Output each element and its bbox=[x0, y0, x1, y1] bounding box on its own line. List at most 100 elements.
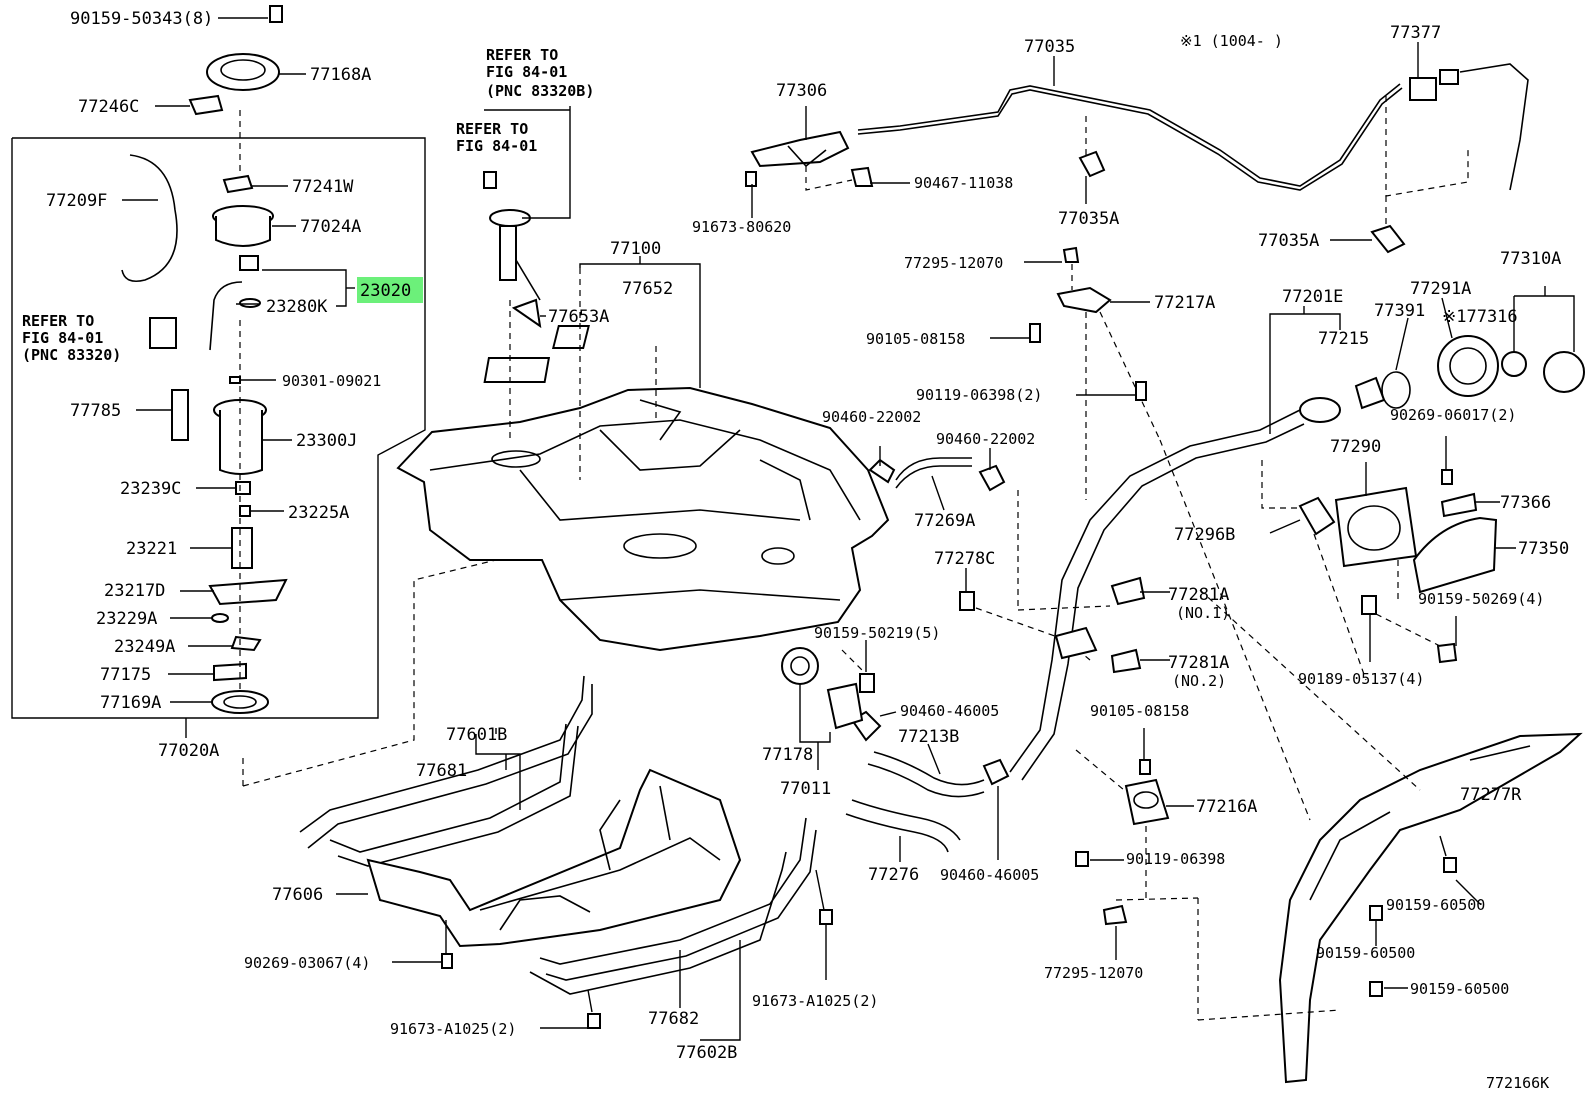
clip-part bbox=[188, 94, 224, 116]
o-ring-part bbox=[239, 298, 261, 308]
note-1004: ※1 (1004- ) bbox=[1180, 32, 1283, 50]
label-77100: 77100 bbox=[610, 239, 661, 259]
pump-motor-part bbox=[231, 527, 253, 569]
label-23229A: 23229A bbox=[96, 609, 157, 629]
label-77316: ※177316 bbox=[1442, 307, 1518, 327]
label-77175: 77175 bbox=[100, 665, 151, 685]
ring-part bbox=[211, 613, 229, 623]
label-23225A: 23225A bbox=[288, 503, 349, 523]
pump-leaders bbox=[122, 17, 661, 787]
clamp-part bbox=[239, 505, 251, 517]
label-77011: 77011 bbox=[780, 779, 831, 799]
label-no1: (NO.1) bbox=[1176, 604, 1230, 622]
label-23280K: 23280K bbox=[266, 297, 328, 317]
highlight-23020 bbox=[357, 277, 423, 303]
sender-part bbox=[171, 389, 189, 441]
label-90460-22002-1: 90460-22002 bbox=[822, 408, 921, 426]
label-77652: 77652 bbox=[622, 279, 673, 299]
label-90159-50343: 90159-50343(8) bbox=[70, 9, 213, 29]
bottom-bands bbox=[299, 675, 833, 1041]
label-90159-50269: 90159-50269(4) bbox=[1418, 590, 1544, 608]
label-77653A: 77653A bbox=[548, 307, 609, 327]
gasket-ring-part bbox=[211, 690, 269, 714]
label-77377: 77377 bbox=[1390, 23, 1441, 43]
label-77035A-2: 77035A bbox=[1258, 231, 1319, 251]
label-23020: 23020 bbox=[360, 281, 411, 301]
protector bbox=[1159, 439, 1583, 1084]
label-77178: 77178 bbox=[762, 745, 813, 765]
label-90159-60500-2: 90159-60500 bbox=[1316, 944, 1415, 962]
label-90189-05137: 90189-05137(4) bbox=[1298, 670, 1424, 688]
label-77281A-2: 77281A bbox=[1168, 653, 1229, 673]
label-90105-08158-2: 90105-08158 bbox=[1090, 702, 1189, 720]
label-91673-80620: 91673-80620 bbox=[692, 218, 791, 236]
label-90460-46005-2: 90460-46005 bbox=[940, 866, 1039, 884]
ref-3-line1: REFER TO bbox=[22, 312, 94, 330]
label-77216A: 77216A bbox=[1196, 797, 1257, 817]
label-77306: 77306 bbox=[776, 81, 827, 101]
label-77269A: 77269A bbox=[914, 511, 975, 531]
cushion-part bbox=[235, 481, 251, 495]
label-90269-03067: 90269-03067(4) bbox=[244, 954, 370, 972]
pad-part bbox=[483, 357, 551, 383]
label-77296B: 77296B bbox=[1174, 525, 1235, 545]
bracket-part bbox=[213, 662, 247, 682]
label-91673-A1025-1: 91673-A1025(2) bbox=[752, 992, 878, 1010]
ref-1-line3: (PNC 83320B) bbox=[486, 82, 594, 100]
label-90460-46005-1: 90460-46005 bbox=[900, 702, 999, 720]
ref-3-line2: FIG 84-01 bbox=[22, 329, 103, 347]
label-90119-06398-2: 90119-06398(2) bbox=[916, 386, 1042, 404]
label-77602B: 77602B bbox=[676, 1043, 737, 1063]
label-77209F: 77209F bbox=[46, 191, 107, 211]
label-77035A-1: 77035A bbox=[1058, 209, 1119, 229]
label-23217D: 23217D bbox=[104, 581, 165, 601]
label-77391: 77391 bbox=[1374, 301, 1425, 321]
label-90105-08158-1: 90105-08158 bbox=[866, 330, 965, 348]
wire-harness-part bbox=[121, 154, 178, 283]
label-77281A-1: 77281A bbox=[1168, 585, 1229, 605]
ref-1-line2: FIG 84-01 bbox=[486, 63, 567, 81]
label-77277R: 77277R bbox=[1460, 785, 1522, 805]
label-77601B: 77601B bbox=[446, 725, 507, 745]
ref-1-line1: REFER TO bbox=[486, 46, 558, 64]
label-77295-12070-2: 77295-12070 bbox=[1044, 964, 1143, 982]
bolt-part bbox=[269, 5, 283, 23]
label-90301-09021: 90301-09021 bbox=[282, 372, 381, 390]
label-77785: 77785 bbox=[70, 401, 121, 421]
label-77217A: 77217A bbox=[1154, 293, 1215, 313]
label-90467-11038: 90467-11038 bbox=[914, 174, 1013, 192]
label-77246C: 77246C bbox=[78, 97, 139, 117]
washer-part bbox=[229, 376, 241, 384]
label-77681: 77681 bbox=[416, 761, 467, 781]
ref-2-line2: FIG 84-01 bbox=[456, 137, 537, 155]
cable-77035 bbox=[857, 42, 1529, 254]
label-77682: 77682 bbox=[648, 1009, 699, 1029]
label-77241W: 77241W bbox=[292, 177, 354, 197]
label-77310A: 77310A bbox=[1500, 249, 1561, 269]
label-77278C: 77278C bbox=[934, 549, 995, 569]
label-23300J: 23300J bbox=[296, 431, 357, 451]
label-77035: 77035 bbox=[1024, 37, 1075, 57]
lever-bracket bbox=[745, 106, 910, 218]
ref-3-line3: (PNC 83320) bbox=[22, 346, 121, 364]
pad-small-part bbox=[551, 325, 590, 349]
strainer-part bbox=[208, 578, 288, 606]
label-90119-06398: 90119-06398 bbox=[1126, 850, 1225, 868]
label-23221: 23221 bbox=[126, 539, 177, 559]
label-77020A: 77020A bbox=[158, 741, 219, 761]
gasket-part bbox=[222, 174, 254, 194]
label-77295-12070-1: 77295-12070 bbox=[904, 254, 1003, 272]
pump-parts bbox=[121, 5, 288, 714]
middle-parts bbox=[781, 246, 1170, 862]
label-77201E: 77201E bbox=[1282, 287, 1343, 307]
label-91673-A1025-2: 91673-A1025(2) bbox=[390, 1020, 516, 1038]
label-77350: 77350 bbox=[1518, 539, 1569, 559]
label-77291A: 77291A bbox=[1410, 279, 1471, 299]
pump-group-box bbox=[11, 137, 426, 719]
label-90159-60500-3: 90159-60500 bbox=[1410, 980, 1509, 998]
label-77606: 77606 bbox=[272, 885, 323, 905]
label-no2: (NO.2) bbox=[1172, 672, 1226, 690]
ref-2-line1: REFER TO bbox=[456, 120, 528, 138]
